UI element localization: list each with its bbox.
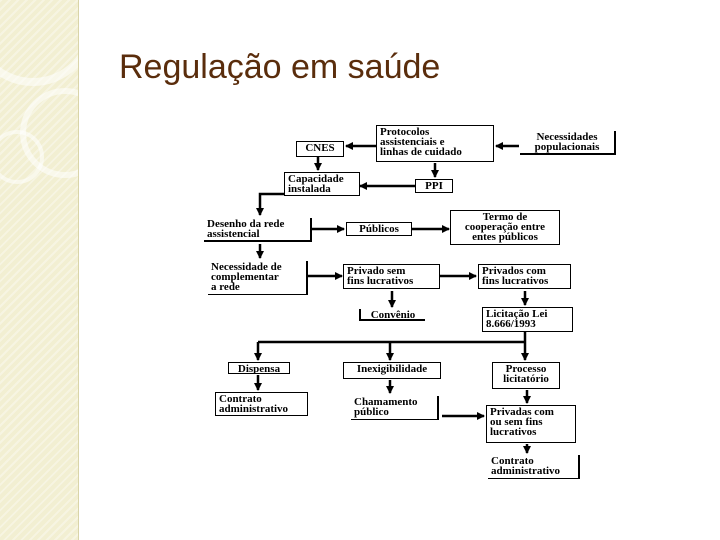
box-cnes: CNES xyxy=(296,141,344,157)
box-privados-com-fins: Privados com fins lucrativos xyxy=(478,264,571,289)
slide-title: Regulação em saúde xyxy=(119,48,441,86)
decorative-ring-small xyxy=(0,130,44,184)
box-necessidade-complementar: Necessidade de complementar a rede xyxy=(208,261,308,295)
sidebar-edge-line xyxy=(78,0,79,540)
box-protocolos: Protocolos assistenciais e linhas de cui… xyxy=(376,125,494,162)
box-chamamento-publico: Chamamento público xyxy=(351,396,439,420)
decorative-sidebar xyxy=(0,0,110,540)
box-necessidades-populacionais: Necessidades populacionais xyxy=(520,131,616,155)
box-desenho-rede: Desenho da rede assistencial xyxy=(204,218,312,242)
decorative-ring-large xyxy=(0,0,96,86)
box-licitacao-lei: Licitação Lei 8.666/1993 xyxy=(482,307,573,332)
box-contrato-administrativo-1: Contrato administrativo xyxy=(215,392,308,416)
box-privadas-com-ou-sem: Privadas com ou sem fins lucrativos xyxy=(486,405,576,443)
box-processo-licitatorio: Processo licitatório xyxy=(492,362,560,389)
box-convenio: Convênio xyxy=(359,309,425,321)
box-contrato-administrativo-2: Contrato administrativo xyxy=(488,455,580,479)
box-inexigibilidade: Inexigibilidade xyxy=(343,362,441,379)
line-capacidade-down xyxy=(256,192,284,216)
box-dispensa: Dispensa xyxy=(228,362,290,374)
box-termo-cooperacao: Termo de cooperação entre entes públicos xyxy=(450,210,560,245)
box-publicos: Públicos xyxy=(346,222,412,236)
box-capacidade-instalada: Capacidade instalada xyxy=(284,172,360,196)
box-privado-sem-fins: Privado sem fins lucrativos xyxy=(343,264,440,289)
box-ppi: PPI xyxy=(415,179,453,193)
